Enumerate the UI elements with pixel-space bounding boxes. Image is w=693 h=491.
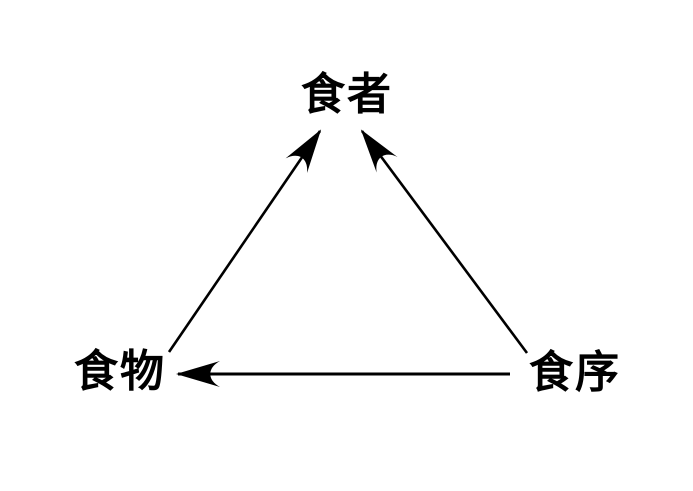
- node-label-food: 食物: [74, 347, 166, 396]
- arrow-order-to-eater: [360, 129, 529, 354]
- node-label-order: 食序: [529, 348, 621, 397]
- node-label-eater: 食者: [301, 70, 393, 119]
- arrow-food-to-eater: [167, 129, 322, 353]
